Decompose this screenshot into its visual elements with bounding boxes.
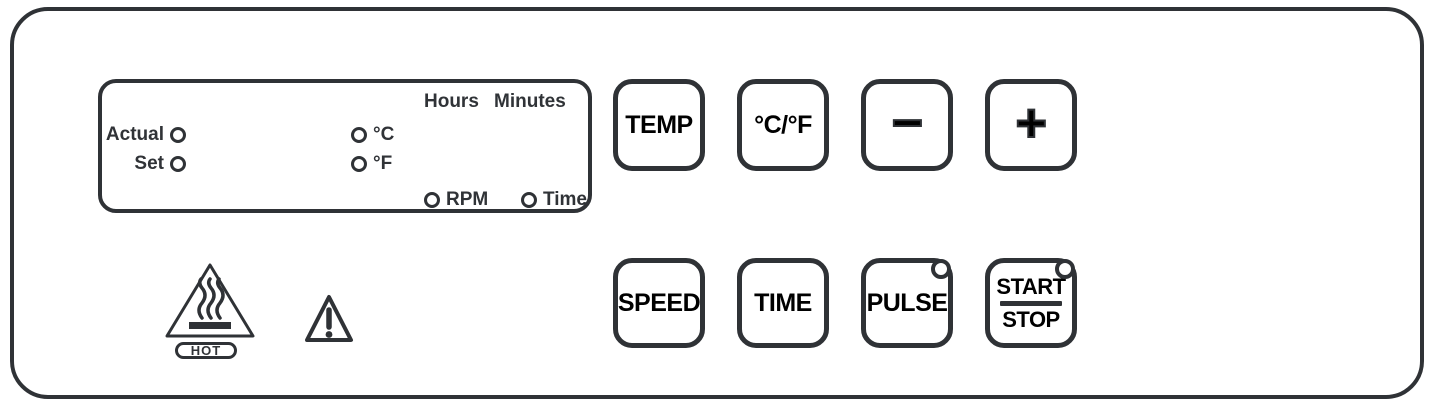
hot-pill-badge: HOT	[175, 342, 237, 359]
start-stop-button[interactable]: START STOP	[985, 258, 1077, 348]
plus-button[interactable]: +	[985, 79, 1077, 171]
time-button[interactable]: TIME	[737, 258, 829, 348]
time-led-icon	[521, 192, 537, 208]
fahrenheit-led-icon	[351, 156, 367, 172]
plus-icon: +	[1014, 93, 1048, 153]
minus-button[interactable]: −	[861, 79, 953, 171]
speed-button-label: SPEED	[617, 288, 701, 317]
time-indicator-row: Time	[521, 189, 587, 211]
hours-label: Hours	[424, 91, 479, 112]
actual-label: Actual	[105, 124, 164, 145]
front-panel: Hours Minutes Actual Set °C °F RPM	[10, 7, 1424, 399]
hot-surface-warning-icon	[163, 261, 257, 341]
start-stop-button-label: START STOP	[996, 273, 1066, 332]
rpm-label: RPM	[446, 189, 489, 210]
temp-button-label: TEMP	[625, 110, 693, 139]
set-indicator-row: Set	[102, 153, 186, 175]
minutes-label: Minutes	[494, 91, 566, 112]
rpm-led-icon	[424, 192, 440, 208]
pulse-led-icon	[931, 259, 951, 279]
temp-button[interactable]: TEMP	[613, 79, 705, 171]
pulse-button[interactable]: PULSE	[861, 258, 953, 348]
start-stop-divider	[999, 300, 1062, 306]
set-label: Set	[134, 153, 164, 174]
time-label: Time	[543, 189, 588, 210]
unit-toggle-button[interactable]: °C/°F	[737, 79, 829, 171]
actual-led-icon	[170, 127, 186, 143]
time-button-label: TIME	[754, 288, 812, 317]
indicator-display: Hours Minutes Actual Set °C °F RPM	[98, 79, 592, 213]
fahrenheit-indicator-row: °F	[351, 153, 392, 175]
caution-warning-icon	[303, 291, 355, 347]
fahrenheit-label: °F	[373, 153, 393, 174]
hot-label: HOT	[190, 343, 222, 358]
celsius-led-icon	[351, 127, 367, 143]
stop-label: STOP	[1002, 306, 1060, 332]
rpm-indicator-row: RPM	[424, 189, 488, 211]
unit-toggle-button-label: °C/°F	[754, 110, 812, 139]
start-stop-led-icon	[1055, 259, 1075, 279]
celsius-label: °C	[373, 124, 395, 145]
celsius-indicator-row: °C	[351, 124, 394, 146]
minus-icon: −	[890, 93, 924, 153]
pulse-button-label: PULSE	[866, 288, 948, 317]
start-label: START	[996, 273, 1066, 299]
set-led-icon	[170, 156, 186, 172]
speed-button[interactable]: SPEED	[613, 258, 705, 348]
actual-indicator-row: Actual	[102, 124, 186, 146]
